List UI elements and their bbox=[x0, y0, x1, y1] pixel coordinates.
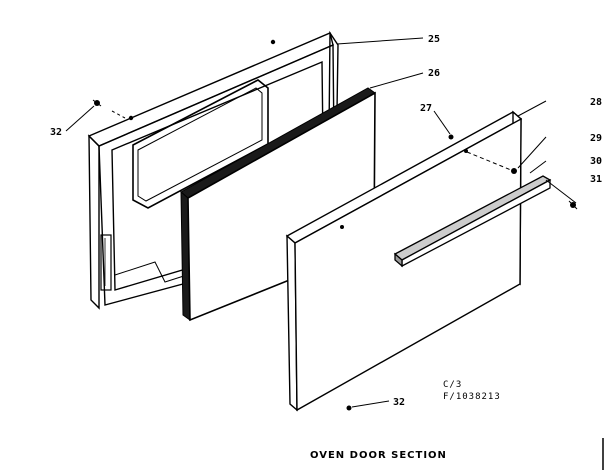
drawing-code-line-2: F/1038213 bbox=[443, 392, 501, 402]
callout-32-bottom: 32 bbox=[393, 397, 405, 408]
screw-31 bbox=[568, 200, 578, 210]
callout-25: 25 bbox=[428, 34, 440, 45]
screw-32-bottom bbox=[346, 405, 352, 411]
leader-lines bbox=[65, 37, 577, 408]
screw-27 bbox=[448, 134, 454, 140]
door-handle bbox=[393, 175, 552, 268]
screw-32-left bbox=[92, 99, 102, 107]
callout-26: 26 bbox=[428, 68, 440, 79]
callout-32-left: 32 bbox=[50, 127, 62, 138]
diagram-title: OVEN DOOR SECTION bbox=[310, 450, 447, 461]
callout-31: 31 bbox=[590, 174, 602, 185]
callout-27: 27 bbox=[420, 103, 432, 114]
callout-28: 28 bbox=[590, 97, 602, 108]
callout-30: 30 bbox=[590, 156, 602, 167]
drawing-code-line-1: C/3 bbox=[443, 380, 462, 390]
outer-door-panel bbox=[285, 110, 523, 412]
screw-29 bbox=[511, 168, 517, 174]
callout-29: 29 bbox=[590, 133, 602, 144]
